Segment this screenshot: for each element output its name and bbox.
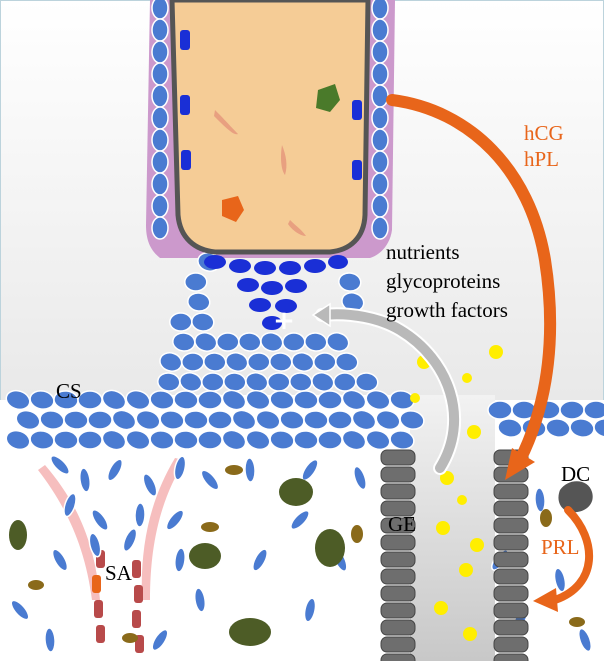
gland-cell	[494, 637, 528, 652]
trophoblast-cell	[248, 353, 270, 371]
trophoblast-cell	[198, 431, 222, 449]
gland-cell	[381, 450, 415, 465]
gland-cell	[381, 654, 415, 661]
trophoblast-cell	[88, 411, 112, 429]
label-glycoproteins: glycoproteins	[386, 271, 500, 292]
trophoblast-cell	[372, 85, 388, 107]
gland-cell	[381, 535, 415, 550]
decidual-inclusion	[28, 580, 44, 590]
trophoblast-cell	[244, 458, 255, 482]
gland-cell	[381, 586, 415, 601]
gland-cell	[381, 620, 415, 635]
gland-cell	[494, 586, 528, 601]
gland-cell	[381, 637, 415, 652]
trophoblast-cell	[208, 411, 232, 429]
label-nutrients: nutrients	[386, 242, 460, 263]
trophoblast-cell	[372, 63, 388, 85]
decidual-inclusion	[225, 465, 243, 475]
gland-cell	[494, 654, 528, 661]
gland-epithelium-left	[381, 450, 415, 661]
trophoblast-cell	[268, 373, 290, 391]
trophoblast-cell	[560, 401, 584, 419]
trophoblast-cell	[314, 353, 336, 371]
trophoblast-cell	[152, 107, 168, 129]
trophoblast-cell	[198, 391, 222, 409]
trophoblast-cell	[372, 173, 388, 195]
trophoblast-cell	[152, 173, 168, 195]
decidual-inclusion	[189, 543, 221, 569]
gland-cell	[494, 501, 528, 516]
gland-cell	[494, 518, 528, 533]
decidual-inclusion	[201, 522, 219, 532]
trophoblast-cell	[372, 19, 388, 41]
label-growth-factors: growth factors	[386, 300, 508, 321]
trophoblast-cell	[78, 431, 102, 449]
decidual-inclusion	[351, 525, 363, 543]
decidual-inclusion	[122, 633, 138, 643]
trophoblast-cell	[334, 373, 356, 391]
gland-cell	[381, 569, 415, 584]
gland-cell	[494, 552, 528, 567]
trophoblast-cell	[328, 411, 352, 429]
gland-cell	[381, 467, 415, 482]
label-prl: PRL	[541, 537, 580, 558]
trophoblast-cell	[152, 0, 168, 19]
trophoblast-cell	[152, 217, 168, 239]
label-sa: SA	[105, 563, 132, 584]
trophoblast-cell	[170, 313, 192, 331]
label-hpl: hPL	[524, 149, 559, 170]
label-dc: DC	[561, 464, 590, 485]
trophoblast-cell	[152, 195, 168, 217]
trophoblast-cell	[372, 151, 388, 173]
trophoblast-cell	[152, 129, 168, 151]
trophoblast-cell	[152, 19, 168, 41]
gland-epithelium-right	[494, 450, 528, 661]
label-hcg: hCG	[524, 123, 564, 144]
trophoblast-cell	[318, 391, 342, 409]
gland-cell	[494, 569, 528, 584]
trophoblast-cell	[318, 431, 342, 449]
trophoblast-cell	[182, 353, 204, 371]
decidual-inclusion	[569, 617, 585, 627]
villus-core	[172, 0, 368, 252]
decidual-inclusion	[9, 520, 27, 550]
trophoblast-cell	[372, 217, 388, 239]
plus-sign: +	[273, 306, 295, 336]
gland-cell	[381, 603, 415, 618]
trophoblast-cell	[152, 41, 168, 63]
decidual-inclusion	[315, 529, 345, 567]
trophoblast-cell	[135, 503, 146, 527]
trophoblast-cell	[217, 333, 239, 351]
trophoblast-cell	[372, 41, 388, 63]
trophoblast-cell	[202, 373, 224, 391]
trophoblast-cell	[372, 107, 388, 129]
label-cs: CS	[56, 381, 82, 402]
decidual-inclusion	[540, 509, 552, 527]
gland-cell	[381, 484, 415, 499]
trophoblast-cell	[372, 129, 388, 151]
decidual-inclusion	[229, 618, 271, 646]
gland-cell	[494, 603, 528, 618]
gland-cell	[381, 552, 415, 567]
gland-cell	[494, 484, 528, 499]
trophoblast-cell	[152, 85, 168, 107]
trophoblast-cell	[152, 63, 168, 85]
trophoblast-cell	[372, 195, 388, 217]
trophoblast-cell	[372, 0, 388, 19]
trophoblast-cell	[488, 401, 512, 419]
label-ge: GE	[388, 514, 416, 535]
gland-cell	[494, 620, 528, 635]
trophoblast-cell	[584, 401, 604, 419]
gland-cell	[494, 535, 528, 550]
trophoblast-cell	[185, 273, 207, 291]
decidual-inclusion	[279, 478, 313, 506]
trophoblast-cell	[152, 151, 168, 173]
